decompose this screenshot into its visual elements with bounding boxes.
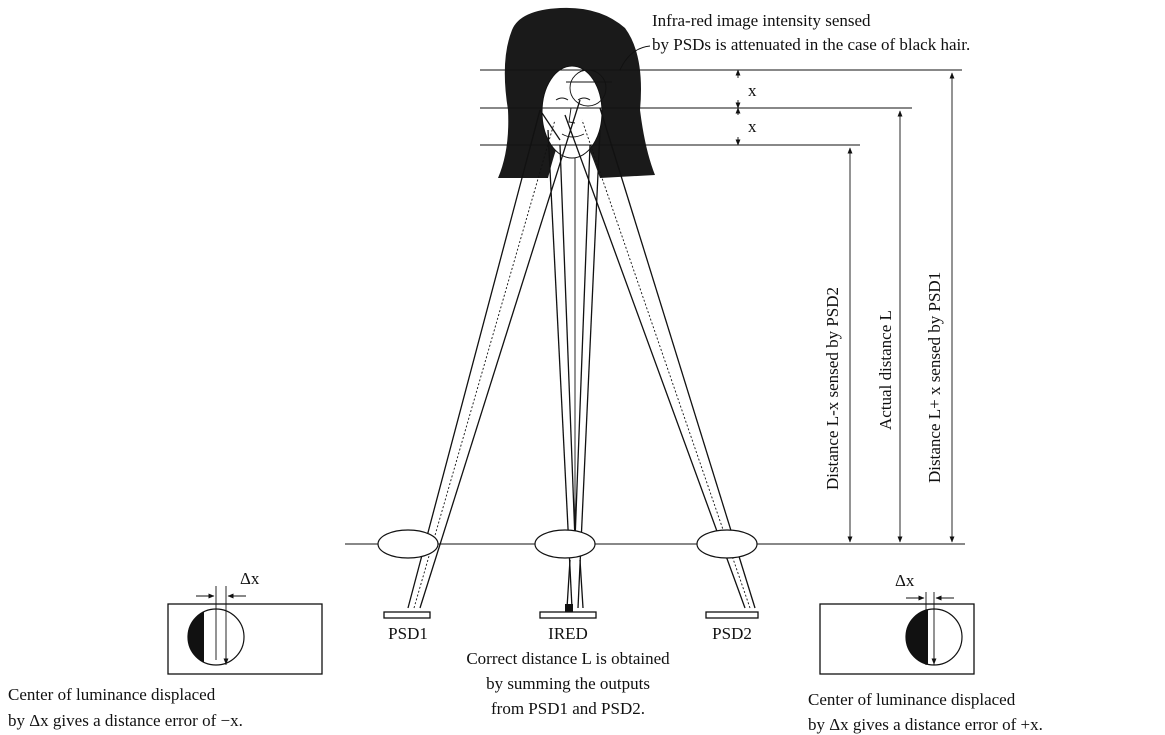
hair-note-line1: Infra-red image intensity sensed <box>652 11 871 30</box>
label-ired: IRED <box>548 624 588 643</box>
ired-chip <box>565 604 573 612</box>
right-delta-label: Δx <box>895 571 915 590</box>
left-delta-label: Δx <box>240 569 260 588</box>
right-detector-inset: Δx <box>819 571 975 675</box>
label-psd1: PSD1 <box>388 624 428 643</box>
center-caption-line3: from PSD1 and PSD2. <box>491 699 645 718</box>
hair-note-leader <box>619 45 651 71</box>
right-caption-line1: Center of luminance displaced <box>808 690 1016 709</box>
face-illustration <box>498 7 655 179</box>
hair-note-line2: by PSDs is attenuated in the case of bla… <box>652 35 970 54</box>
left-caption-line2: by Δx gives a distance error of −x. <box>8 711 243 730</box>
label-distance-psd1: Distance L+ x sensed by PSD1 <box>925 272 944 483</box>
ray-bundles <box>407 99 756 609</box>
label-psd2: PSD2 <box>712 624 752 643</box>
label-distance-psd2: Distance L-x sensed by PSD2 <box>823 287 842 490</box>
lens-ired <box>534 529 596 559</box>
face-features <box>555 97 591 138</box>
offset-x-lower: x <box>748 117 757 136</box>
psd1-sensor <box>383 611 431 619</box>
lens-psd2 <box>696 529 758 559</box>
left-caption-line1: Center of luminance displaced <box>8 685 216 704</box>
offset-x-upper: x <box>748 81 757 100</box>
psd2-sensor <box>705 611 759 619</box>
ired-emitter <box>539 611 597 619</box>
lens-psd1 <box>377 529 439 559</box>
label-actual-distance: Actual distance L <box>876 310 895 430</box>
right-caption-line2: by Δx gives a distance error of +x. <box>808 715 1043 734</box>
center-caption-line1: Correct distance L is obtained <box>466 649 670 668</box>
left-detector-inset: Δx <box>167 569 323 675</box>
center-caption-line2: by summing the outputs <box>486 674 650 693</box>
